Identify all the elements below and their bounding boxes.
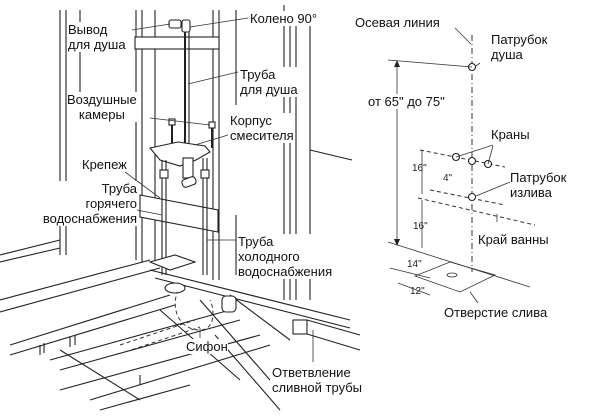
drain-fitting [164,282,186,294]
label-tub-edge: Край ванны [478,232,549,247]
label-valves: Краны [491,127,530,142]
label-spout-nozzle: Патрубок излива [510,170,567,200]
label-fastener: Крепеж [82,157,127,172]
spout-nozzle-point [467,192,477,202]
dim-spout-offset: 4" [443,173,453,184]
label-line: Патрубок [491,32,548,47]
label-mixer-body: Корпус смесителя [230,113,294,143]
label-line: Ответвление [272,365,351,380]
label-trap: Сифон [186,339,228,354]
label-elbow-90: Колено 90° [250,11,318,26]
dim-drain-depth: 14" [407,259,422,270]
dim-valves-to-spout: 16" [412,163,427,174]
trap-siphon [174,289,214,331]
label-line: Патрубок [510,170,567,185]
top-crossbar [134,36,220,50]
floor-joists [0,239,351,411]
label-shower-outlet: Вывод для душа [68,22,126,52]
label-line: для душа [240,82,298,97]
label-line: смесителя [230,128,294,143]
label-line: Корпус [230,113,272,128]
dim-spout-to-floor: 16" [413,221,428,232]
label-line: холодного [238,249,300,264]
label-line: горячего [85,196,138,211]
label-center-line: Осевая линия [355,15,440,30]
label-line: Труба [238,234,274,249]
label-line: излива [510,185,552,200]
label-line: камеры [78,107,125,122]
label-line: Воздушные [67,92,137,107]
label-line: сливной трубы [272,380,363,395]
label-hot-water-pipe: Труба горячего водоснабжения [33,181,137,226]
label-height-range: от 65" до 75" [368,94,445,109]
label-line: водоснабжения [42,211,137,226]
label-air-chambers: Воздушные камеры [67,92,137,122]
valve-center [467,156,477,166]
drain-branch-box [292,319,308,335]
label-cold-water-pipe: Труба холодного водоснабжения [238,234,333,279]
label-line: для душа [68,37,126,52]
label-drain-hole: Отверстие слива [444,305,548,320]
label-line: душа [491,47,523,62]
label-drain-branch: Ответвление сливной трубы [272,365,363,395]
label-line: водоснабжения [238,264,333,279]
dim-drain-width: 12" [410,286,425,297]
label-line: Труба [240,67,276,82]
mixer-valve-body [148,141,211,167]
drain-hole-area [413,261,497,293]
label-shower-pipe: Труба для душа [240,67,298,97]
label-line: Вывод [68,22,108,37]
tub-edge-line [417,197,536,226]
label-shower-nozzle: Патрубок душа [491,32,548,62]
label-line: Труба [101,181,137,196]
